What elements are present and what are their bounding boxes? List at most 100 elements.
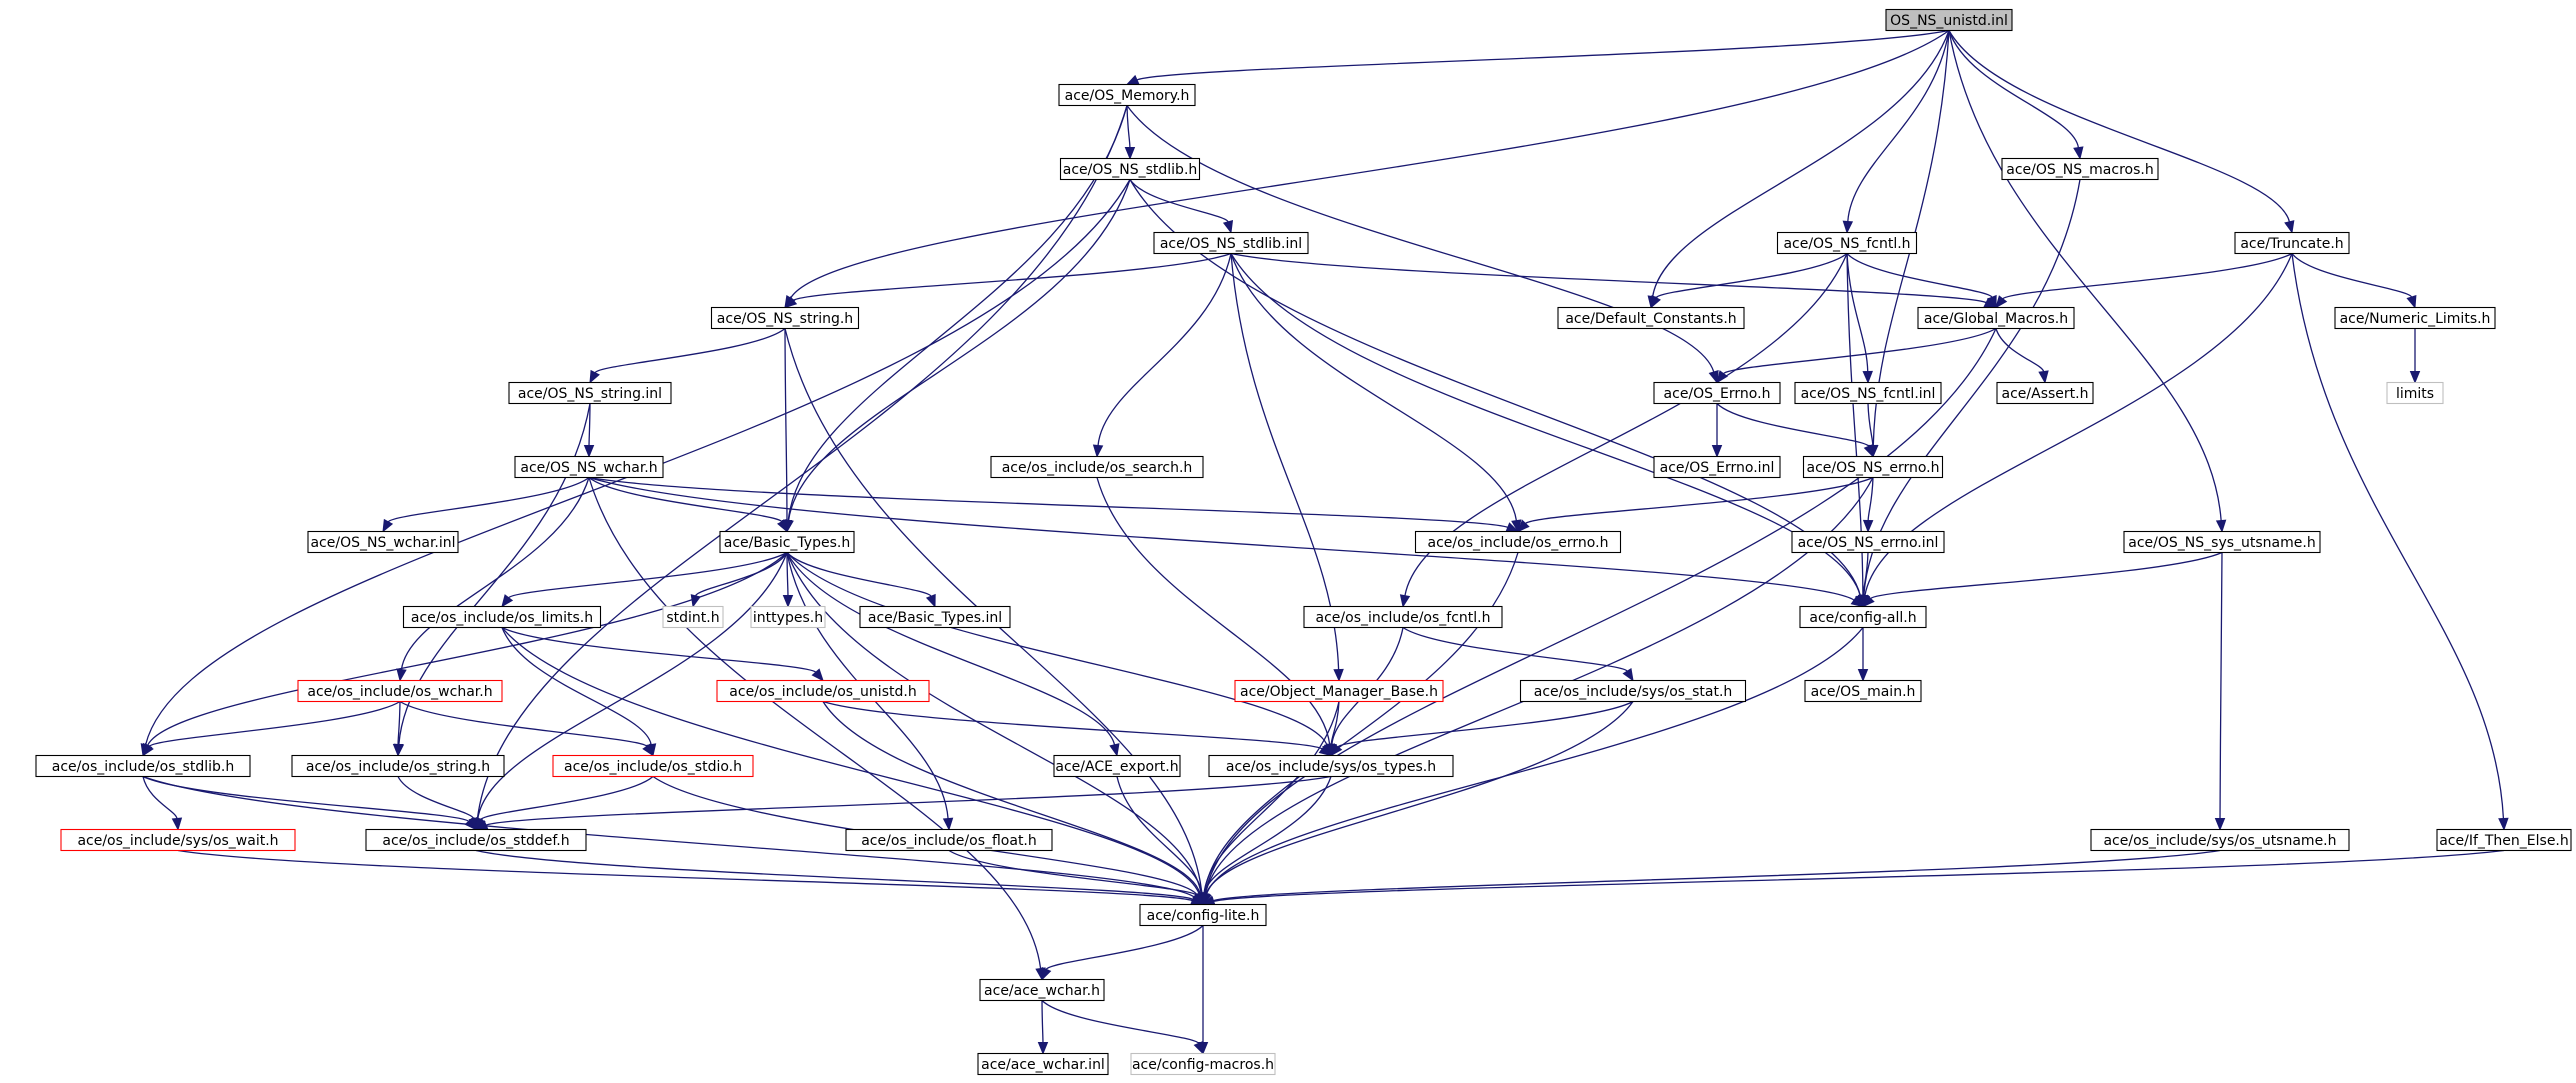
edge-os_types_h-to-os_stddef_h (474, 775, 1332, 831)
node-os-ns-stdlib-h[interactable]: ace/OS_NS_stdlib.h (1059, 157, 1201, 181)
node-os-ns-stdlib-inl[interactable]: ace/OS_NS_stdlib.inl (1153, 231, 1309, 255)
node-label: stdint.h (666, 610, 719, 626)
node-global-macros-h[interactable]: ace/Global_Macros.h (1917, 306, 2075, 330)
edge-os_limits_h-to-os_unistd_h (501, 626, 824, 682)
node-os-types-h[interactable]: ace/os_include/sys/os_types.h (1208, 754, 1454, 778)
edge-os_limits_h-to-os_stdio_h (501, 627, 657, 757)
node-os-float-h[interactable]: ace/os_include/os_float.h (845, 828, 1053, 852)
node-label: ace/ace_wchar.h (984, 983, 1100, 999)
node-if-then-else-h[interactable]: ace/If_Then_Else.h (2436, 828, 2572, 852)
node-os-ns-string-h[interactable]: ace/OS_NS_string.h (710, 306, 860, 330)
node-label: ace/config-all.h (1809, 610, 1916, 626)
node-label: ace/Basic_Types.h (724, 535, 850, 551)
node-os-string-h[interactable]: ace/os_include/os_string.h (291, 754, 505, 778)
node-os-limits-h[interactable]: ace/os_include/os_limits.h (402, 605, 602, 629)
node-label: ace/Default_Constants.h (1565, 311, 1736, 327)
edge-truncate_h-to-if_then_else_h (2291, 253, 2509, 831)
node-os-stddef-h[interactable]: ace/os_include/os_stddef.h (365, 828, 587, 852)
node-label: ace/OS_Errno.h (1664, 386, 1771, 402)
node-truncate-h[interactable]: ace/Truncate.h (2234, 231, 2350, 255)
node-os-ns-fcntl-inl[interactable]: ace/OS_NS_fcntl.inl (1794, 381, 1942, 405)
node-os-stdlib-h[interactable]: ace/os_include/os_stdlib.h (35, 754, 251, 778)
edge-os_ns_errno_h-to-os_ns_errno_inl (1862, 477, 1874, 533)
node-label: ace/OS_NS_errno.h (1806, 460, 1939, 476)
node-os-unistd-h[interactable]: ace/os_include/os_unistd.h (716, 679, 930, 703)
edge-truncate_h-to-global_macros_h (1995, 252, 2293, 309)
edge-os_ns_stdlib_inl-to-os_ns_string_h (783, 252, 1232, 309)
node-label: ace/OS_Errno.inl (1660, 460, 1775, 476)
edge-os_ns_fcntl_h-to-os_ns_fcntl_inl (1846, 253, 1873, 384)
edge-os_ns_stdlib_inl-to-global_macros_h (1230, 252, 1998, 309)
node-os-stat-h[interactable]: ace/os_include/sys/os_stat.h (1519, 679, 1747, 703)
node-os-errno-inl[interactable]: ace/OS_Errno.inl (1653, 455, 1781, 479)
node-os-ns-string-inl[interactable]: ace/OS_NS_string.inl (508, 381, 672, 405)
node-ace-wchar-inl[interactable]: ace/ace_wchar.inl (977, 1052, 1109, 1076)
node-os-fcntl-h[interactable]: ace/os_include/os_fcntl.h (1303, 605, 1503, 629)
node-object-manager-base-h[interactable]: ace/Object_Manager_Base.h (1234, 679, 1444, 703)
node-numeric-limits-h[interactable]: ace/Numeric_Limits.h (2334, 306, 2496, 330)
edge-root-to-truncate_h (1948, 30, 2295, 234)
edge-os_memory_h-to-os_errno_h (1126, 105, 1719, 384)
node-os-ns-errno-inl[interactable]: ace/OS_NS_errno.inl (1791, 530, 1945, 554)
node-config-all-h[interactable]: ace/config-all.h (1799, 605, 1927, 629)
edge-root-to-os_ns_sys_utsname_h (1948, 30, 2227, 533)
node-limits[interactable]: limits (2386, 381, 2444, 405)
node-os-search-h[interactable]: ace/os_include/os_search.h (990, 455, 1204, 479)
node-os-stdio-h[interactable]: ace/os_include/os_stdio.h (552, 754, 754, 778)
node-os-ns-wchar-inl[interactable]: ace/OS_NS_wchar.inl (307, 530, 459, 554)
edge-config_lite_h-to-config_macros_h (1197, 925, 1209, 1055)
node-os-include-errno-h[interactable]: ace/os_include/os_errno.h (1414, 530, 1622, 554)
edge-os_search_h-to-os_types_h (1096, 477, 1335, 757)
node-os-wchar-h[interactable]: ace/os_include/os_wchar.h (297, 679, 503, 703)
node-os-ns-fcntl-h[interactable]: ace/OS_NS_fcntl.h (1776, 231, 1918, 255)
node-label: ace/OS_NS_fcntl.h (1783, 236, 1910, 252)
edge-root-to-os_memory_h (1125, 29, 1950, 86)
nodes: OS_NS_unistd.inl ace/OS_Memory.h ace/OS_NS… (35, 8, 2572, 1076)
edge-basic_types_h-to-ace_export_h (786, 552, 1120, 757)
node-label: ace/OS_NS_sys_utsname.h (2128, 535, 2315, 551)
node-basic-types-inl[interactable]: ace/Basic_Types.inl (859, 605, 1011, 629)
edge-os_ns_fcntl_h-to-config_all_h (1846, 253, 1869, 608)
node-default-constants-h[interactable]: ace/Default_Constants.h (1557, 306, 1745, 330)
node-basic-types-h[interactable]: ace/Basic_Types.h (719, 530, 855, 554)
node-label: ace/os_include/sys/os_stat.h (1534, 684, 1733, 700)
edge-basic_types_h-to-os_limits_h (501, 551, 788, 608)
node-config-lite-h[interactable]: ace/config-lite.h (1139, 903, 1267, 927)
node-label: ace/os_include/sys/os_wait.h (77, 833, 278, 849)
node-os-ns-macros-h[interactable]: ace/OS_NS_macros.h (2001, 157, 2159, 181)
node-label: ace/OS_NS_stdlib.h (1063, 162, 1198, 178)
node-os-memory-h[interactable]: ace/OS_Memory.h (1058, 83, 1196, 107)
node-label: ace/os_include/sys/os_utsname.h (2103, 833, 2336, 849)
edge-os_fcntl_h-to-os_stat_h (1402, 626, 1634, 682)
node-os-utsname-h[interactable]: ace/os_include/sys/os_utsname.h (2090, 828, 2350, 852)
node-label: ace/os_include/os_stdio.h (564, 759, 742, 775)
edge-global_macros_h-to-os_errno_h (1716, 327, 1997, 384)
edge-os_ns_errno_h-to-os_include_errno_h (1517, 476, 1874, 533)
node-ace-wchar-h[interactable]: ace/ace_wchar.h (979, 978, 1105, 1002)
node-stdint-h[interactable]: stdint.h (662, 605, 724, 629)
node-os-ns-wchar-h[interactable]: ace/OS_NS_wchar.h (514, 455, 664, 479)
node-label: ace/os_include/os_fcntl.h (1316, 610, 1491, 626)
node-ace-export-h[interactable]: ace/ACE_export.h (1053, 754, 1181, 778)
edge-os_ns_sys_utsname_h-to-config_all_h (1862, 551, 2223, 608)
node-inttypes-h[interactable]: inttypes.h (750, 605, 826, 629)
node-os-ns-errno-h[interactable]: ace/OS_NS_errno.h (1802, 455, 1944, 479)
node-label: ace/OS_Memory.h (1065, 88, 1190, 104)
edge-os_ns_stdlib_h-to-basic_types_h (783, 179, 1131, 533)
node-label: ace/os_include/os_wchar.h (307, 684, 492, 700)
node-root[interactable]: OS_NS_unistd.inl (1885, 8, 2013, 32)
node-label: ace/os_include/os_stdlib.h (52, 759, 234, 775)
node-label: ace/ace_wchar.inl (981, 1057, 1105, 1073)
node-assert-h[interactable]: ace/Assert.h (1996, 381, 2094, 405)
node-label: inttypes.h (753, 610, 823, 626)
edge-os_ns_stdlib_h-to-os_ns_stdlib_inl (1129, 179, 1234, 234)
edge-config_lite_h-to-ace_wchar_h (1041, 925, 1204, 981)
node-os-errno-h[interactable]: ace/OS_Errno.h (1653, 381, 1781, 405)
node-os-ns-sys-utsname-h[interactable]: ace/OS_NS_sys_utsname.h (2123, 530, 2321, 554)
edge-basic_types_h-to-os_stdlib_h (142, 552, 788, 757)
edge-os_wchar_h-to-os_stdio_h (399, 700, 654, 757)
node-os-wait-h[interactable]: ace/os_include/sys/os_wait.h (60, 828, 296, 852)
node-label: ace/OS_NS_stdlib.inl (1160, 236, 1302, 252)
node-config-macros-h[interactable]: ace/config-macros.h (1130, 1052, 1276, 1076)
node-os-main-h[interactable]: ace/OS_main.h (1804, 679, 1922, 703)
